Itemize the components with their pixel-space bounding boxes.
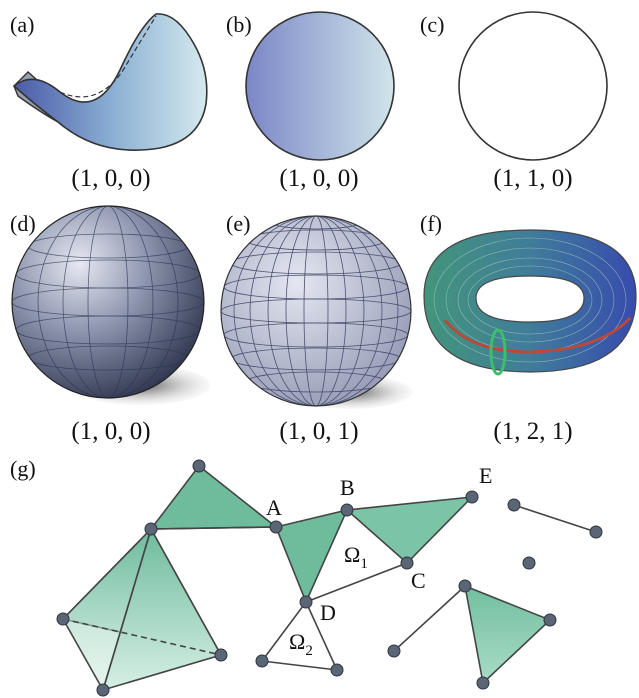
panel-label-f: (f): [420, 211, 442, 236]
vertex: [56, 612, 70, 626]
panel-label-b: (b): [226, 12, 252, 37]
tetra-face-front: [62, 528, 152, 693]
vertex: [507, 498, 521, 512]
vertex: [144, 522, 158, 536]
vertex: [192, 459, 206, 473]
vertex: [330, 663, 344, 677]
panel-label-a: (a): [10, 12, 35, 37]
saddle-surface: [12, 13, 208, 151]
vertex: [96, 683, 110, 697]
caption-b: (1, 0, 0): [279, 165, 359, 192]
torus: [423, 229, 637, 376]
vertex-isolated: [522, 556, 536, 570]
vertex-c: [400, 556, 414, 570]
solid-sphere: [11, 205, 210, 405]
vertex: [387, 644, 401, 658]
tetra-hidden-edge: [62, 618, 222, 656]
vertex-e: [465, 490, 479, 504]
vertex: [543, 613, 557, 627]
vertex: [589, 525, 603, 539]
triangle-top: [149, 464, 279, 530]
vertex: [458, 579, 472, 593]
wireframe-sphere: [220, 215, 412, 409]
vertex-label-d: D: [320, 600, 336, 625]
panel-label-g: (g): [10, 456, 36, 481]
vertex-label-e: E: [479, 463, 492, 488]
vertex-d: [299, 595, 313, 609]
caption-e: (1, 0, 1): [279, 418, 359, 445]
triangle-right: [463, 584, 552, 685]
filled-disk: [245, 11, 395, 161]
panel-label-d: (d): [10, 211, 36, 236]
triangle-b-e-c: [345, 495, 475, 565]
vertex: [255, 654, 269, 668]
vertex: [214, 648, 228, 662]
vertex-label-c: C: [411, 568, 426, 593]
panel-label-c: (c): [420, 12, 445, 37]
triangle-a-b-d: [274, 508, 349, 605]
caption-f: (1, 2, 1): [493, 418, 573, 445]
vertex-a: [269, 520, 283, 534]
panel-label-e: (e): [226, 211, 251, 236]
region-label-omega1: Ω1: [344, 542, 368, 572]
vertex-b: [340, 503, 354, 517]
edge-isolated: [513, 504, 597, 533]
caption-a: (1, 0, 0): [71, 165, 151, 192]
vertex-label-b: B: [340, 475, 355, 500]
edge-d-c: [305, 562, 408, 603]
vertex: [476, 676, 490, 690]
caption-d: (1, 0, 0): [71, 418, 151, 445]
region-label-omega2: Ω2: [289, 629, 313, 659]
empty-circle: [458, 11, 608, 161]
caption-c: (1, 1, 0): [493, 165, 573, 192]
simplicial-complex: A B E C D Ω1 Ω2: [56, 459, 603, 697]
vertex-label-a: A: [266, 495, 282, 520]
